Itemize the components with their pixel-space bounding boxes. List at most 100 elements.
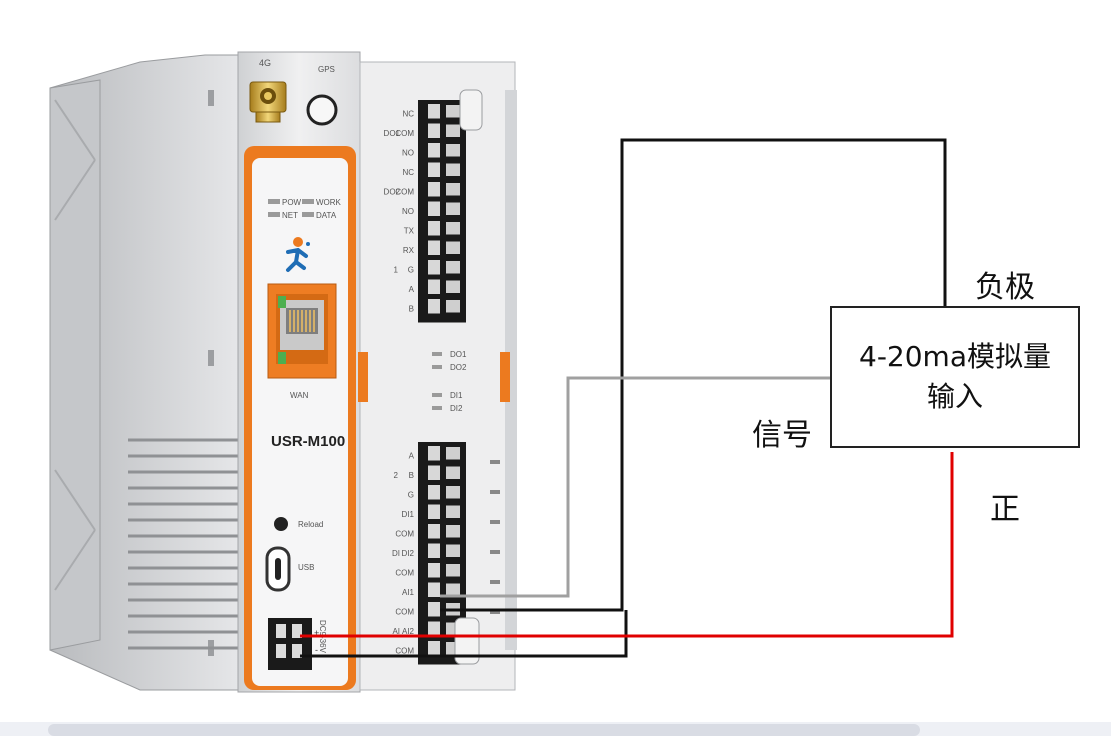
terminal-slot[interactable] <box>428 182 440 197</box>
terminal-screw[interactable] <box>446 466 460 480</box>
reload-label: Reload <box>298 520 323 529</box>
terminal-screw[interactable] <box>446 222 460 235</box>
terminal-pin-label: NC <box>402 168 414 177</box>
terminal-screw[interactable] <box>446 183 460 196</box>
positive-label: 正 <box>990 492 1020 527</box>
status-led-di1: DI1 <box>450 391 463 400</box>
terminal-pin-label: COM <box>395 647 414 656</box>
top-latch[interactable] <box>459 89 483 131</box>
terminal-group-label: DO1 <box>384 129 401 138</box>
terminal-pin-label: COM <box>395 608 414 617</box>
terminal-slot[interactable] <box>428 104 440 119</box>
terminal-slot[interactable] <box>428 524 440 539</box>
terminal-slot[interactable] <box>428 621 440 637</box>
led-label-net: NET <box>282 211 298 220</box>
top-terminal-block[interactable] <box>418 100 466 323</box>
analog-input-load-box: 4-20ma模拟量 输入 <box>830 306 1080 448</box>
terminal-slot[interactable] <box>428 201 440 217</box>
terminal-slot[interactable] <box>428 485 440 500</box>
terminal-slot[interactable] <box>428 504 440 520</box>
terminal-pin-label: A <box>409 452 415 461</box>
terminal-slot[interactable] <box>428 641 440 656</box>
wire-power-negative <box>300 610 628 658</box>
terminal-pin-label: B <box>409 305 414 314</box>
terminal-slot[interactable] <box>428 240 440 256</box>
led-label-data: DATA <box>316 211 337 220</box>
model-name: USR-M100 <box>271 433 345 450</box>
wan-ethernet-port[interactable] <box>267 283 337 379</box>
terminal-screw[interactable] <box>446 144 460 157</box>
gps-connector-icon[interactable] <box>306 94 338 126</box>
terminal-pin-label: G <box>408 491 414 500</box>
side-housing <box>49 54 243 691</box>
terminal-pin-label: AI2 <box>402 627 415 636</box>
terminal-screw[interactable] <box>446 124 460 138</box>
terminal-pin-label: NC <box>402 110 414 119</box>
horizontal-scrollbar-thumb[interactable] <box>48 724 920 736</box>
terminal-slot[interactable] <box>428 279 440 295</box>
terminal-screw[interactable] <box>446 525 460 538</box>
terminal-group-label: 1 <box>394 266 399 275</box>
terminal-slot[interactable] <box>428 143 440 158</box>
terminal-pin-label: COM <box>395 129 414 138</box>
status-led-di2: DI2 <box>450 404 463 413</box>
terminal-screw[interactable] <box>446 447 460 460</box>
terminal-slot[interactable] <box>428 299 440 314</box>
terminal-group-label: DO2 <box>384 188 401 197</box>
terminal-screw[interactable] <box>446 486 460 499</box>
wires <box>300 138 954 658</box>
usb-port[interactable] <box>265 546 291 592</box>
terminal-slot[interactable] <box>428 543 440 559</box>
terminal-slot[interactable] <box>428 260 440 275</box>
terminal-screw[interactable] <box>446 261 460 274</box>
load-box-line-2: 输入 <box>926 380 983 413</box>
led-indicators: POW WORK NET DATA <box>268 198 342 220</box>
terminal-pin-label: DI1 <box>402 510 415 519</box>
terminal-screw[interactable] <box>446 564 460 577</box>
bottom-latch[interactable] <box>454 617 480 665</box>
wire-positive <box>300 452 954 638</box>
terminal-screw[interactable] <box>446 241 460 255</box>
terminal-pin-label: AI1 <box>402 588 415 597</box>
sma-connector-icon[interactable] <box>249 81 287 123</box>
terminal-pin-label: COM <box>395 188 414 197</box>
wan-label: WAN <box>290 391 309 400</box>
reload-button[interactable] <box>274 517 288 531</box>
terminal-pin-label: COM <box>395 530 414 539</box>
power-pin-minus: - <box>315 645 318 655</box>
terminal-slot[interactable] <box>428 221 440 236</box>
terminal-screw[interactable] <box>446 300 460 313</box>
usb-label: USB <box>298 563 314 572</box>
brand-logo-icon <box>286 237 310 272</box>
right-edge-marks <box>490 460 500 614</box>
terminal-slot[interactable] <box>428 465 440 481</box>
terminal-slot[interactable] <box>428 446 440 461</box>
terminal-group-label: AI <box>392 627 400 636</box>
terminal-slot[interactable] <box>428 162 440 178</box>
negative-label: 负极 <box>975 270 1035 305</box>
terminal-slot[interactable] <box>428 602 440 617</box>
terminal-slot[interactable] <box>428 123 440 139</box>
signal-label: 信号 <box>752 418 812 453</box>
device: 4G GPS POW WORK NET DATA <box>49 51 517 693</box>
terminal-screw[interactable] <box>446 544 460 558</box>
terminal-screw[interactable] <box>446 505 460 519</box>
status-led-do1: DO1 <box>450 350 467 359</box>
power-pin-plus: + <box>314 628 319 638</box>
power-terminal[interactable] <box>268 618 312 670</box>
terminal-screw[interactable] <box>446 163 460 177</box>
load-box-line-1: 4-20ma模拟量 <box>859 340 1051 373</box>
led-label-pow: POW <box>282 198 302 207</box>
terminal-screw[interactable] <box>446 105 460 118</box>
led-label-work: WORK <box>316 198 342 207</box>
terminal-slot[interactable] <box>428 563 440 578</box>
terminal-screw[interactable] <box>446 583 460 597</box>
terminal-screw[interactable] <box>446 280 460 294</box>
terminal-screw[interactable] <box>446 202 460 216</box>
terminal-pin-label: TX <box>404 227 415 236</box>
antenna-gps-label: GPS <box>318 65 335 74</box>
terminal-slot[interactable] <box>428 582 440 598</box>
terminal-group-label: 2 <box>394 471 399 480</box>
